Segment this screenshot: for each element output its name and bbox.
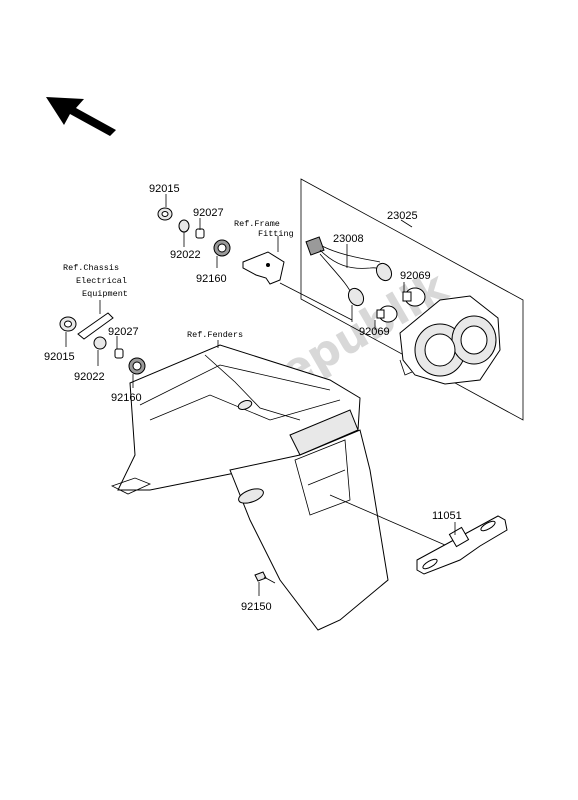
ref-frame-line2: Fitting bbox=[258, 229, 294, 239]
label-11051: 11051 bbox=[432, 510, 462, 522]
chassis-electrical-bar bbox=[77, 312, 114, 340]
ref-chassis-line1: Ref.Chassis bbox=[63, 263, 119, 273]
label-92015-upper: 92015 bbox=[149, 183, 180, 195]
leader-23025 bbox=[400, 219, 413, 228]
label-92027-lower: 92027 bbox=[108, 326, 139, 338]
wiring-harness bbox=[305, 236, 393, 307]
ref-frame-line1: Ref.Frame bbox=[234, 219, 280, 229]
rear-fender bbox=[110, 344, 389, 631]
frame-bracket bbox=[242, 251, 285, 285]
label-23025: 23025 bbox=[387, 210, 418, 222]
leader-lines bbox=[65, 194, 456, 596]
label-92160-lower: 92160 bbox=[111, 392, 142, 404]
ref-fenders: Ref.Fenders bbox=[187, 330, 243, 340]
bolt-92150 bbox=[254, 571, 276, 584]
hardware-lower bbox=[59, 316, 146, 375]
bulb-upper bbox=[402, 287, 426, 307]
taillight-assembly-box bbox=[300, 178, 524, 421]
label-92015-lower: 92015 bbox=[44, 351, 75, 363]
label-92069-upper: 92069 bbox=[400, 270, 431, 282]
label-92022-lower: 92022 bbox=[74, 371, 105, 383]
license-bracket bbox=[416, 515, 508, 575]
taillight-lens bbox=[399, 295, 501, 385]
label-92069-lower: 92069 bbox=[359, 326, 390, 338]
label-92160-upper: 92160 bbox=[196, 273, 227, 285]
label-92150: 92150 bbox=[241, 601, 272, 613]
ref-chassis-line3: Equipment bbox=[82, 289, 128, 299]
hardware-upper bbox=[157, 207, 231, 257]
label-92027-upper: 92027 bbox=[193, 207, 224, 219]
bulb-lower bbox=[376, 305, 398, 323]
label-92022-upper: 92022 bbox=[170, 249, 201, 261]
label-23008: 23008 bbox=[333, 233, 364, 245]
ref-chassis-line2: Electrical bbox=[76, 276, 127, 286]
direction-arrow-icon bbox=[46, 97, 116, 136]
